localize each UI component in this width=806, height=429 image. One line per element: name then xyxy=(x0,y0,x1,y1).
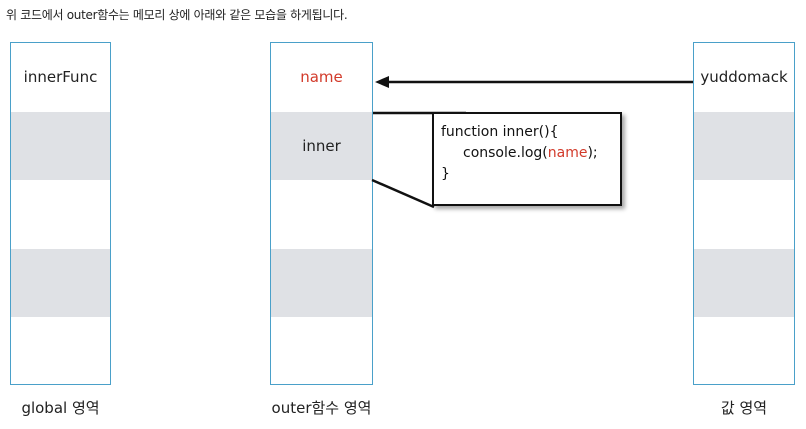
outer-cell-4 xyxy=(271,317,372,386)
global-cell-0: innerFunc xyxy=(23,68,98,87)
outer-cell-name: name xyxy=(300,68,343,87)
value-cell-4 xyxy=(694,317,794,386)
global-cell-1 xyxy=(11,111,110,181)
outer-cell-inner: inner xyxy=(271,111,372,181)
code-line-2-var: name xyxy=(547,145,588,161)
caption: 위 코드에서 outer함수는 메모리 상에 아래와 같은 모습을 하게됩니다. xyxy=(6,8,348,22)
global-cell-4 xyxy=(11,317,110,386)
global-column-label: global 영역 xyxy=(21,399,100,417)
inner-function-code-box: function inner(){ console.log(name); } xyxy=(432,112,622,206)
code-line-3: } xyxy=(441,166,450,182)
outer-cell-3 xyxy=(271,248,372,318)
code-line-2-suffix: ); xyxy=(587,145,598,161)
global-cell-2 xyxy=(11,180,110,249)
callout-line-bottom xyxy=(371,178,435,209)
global-column: innerFunc xyxy=(10,42,111,385)
code-line-2-prefix: console.log( xyxy=(463,145,548,161)
value-column-label: 값 영역 xyxy=(720,399,768,417)
name-pointer-arrowhead xyxy=(375,76,389,88)
value-column: yuddomack xyxy=(693,42,795,385)
value-cell-0: yuddomack xyxy=(700,68,788,87)
value-cell-3 xyxy=(694,248,794,318)
global-cell-3 xyxy=(11,248,110,318)
outer-column-label: outer함수 영역 xyxy=(271,399,372,417)
outer-cell-2 xyxy=(271,180,372,249)
code-line-1: function inner(){ xyxy=(441,124,559,140)
outer-column: name inner xyxy=(270,42,373,385)
value-cell-1 xyxy=(694,111,794,181)
code-line-2: console.log(name); xyxy=(441,143,620,164)
value-cell-2 xyxy=(694,180,794,249)
